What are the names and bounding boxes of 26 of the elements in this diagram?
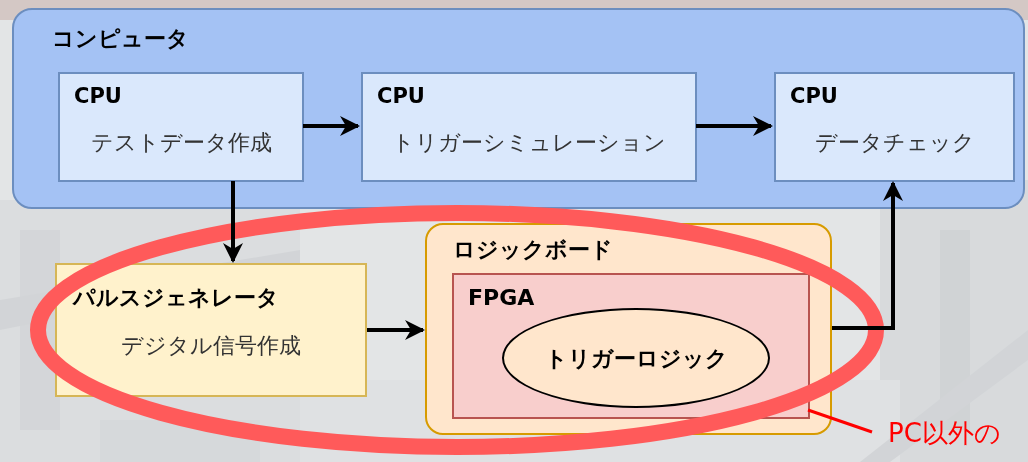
group-title: コンピュータ (52, 25, 189, 53)
process-box (58, 72, 304, 182)
group-box (12, 8, 1025, 209)
arrow (696, 116, 773, 136)
arrow (303, 116, 360, 136)
arrow (367, 320, 425, 340)
box-label: テストデータ作成 (89, 129, 273, 157)
box-label: トリガーロジック (543, 345, 729, 373)
process-box (774, 72, 1015, 182)
box-heading: CPU (74, 84, 122, 108)
group-box (425, 223, 832, 435)
process-box (55, 263, 367, 397)
group-title: ロジックボード (453, 236, 613, 264)
group-title: FPGA (468, 285, 535, 310)
box-label: デジタル信号作成 (120, 332, 302, 360)
annotation-text: PC以外の (888, 417, 1001, 450)
arrow (223, 181, 243, 263)
box-heading: パルスジェネレータ (73, 284, 279, 312)
leader-line (807, 408, 873, 434)
arrow (832, 181, 903, 330)
group-box (452, 273, 810, 419)
box-heading: CPU (377, 84, 425, 108)
box-label: データチェック (813, 129, 976, 157)
process-box (361, 72, 697, 182)
box-label: トリガーシミュレーション (391, 129, 667, 157)
box-heading: CPU (790, 84, 838, 108)
